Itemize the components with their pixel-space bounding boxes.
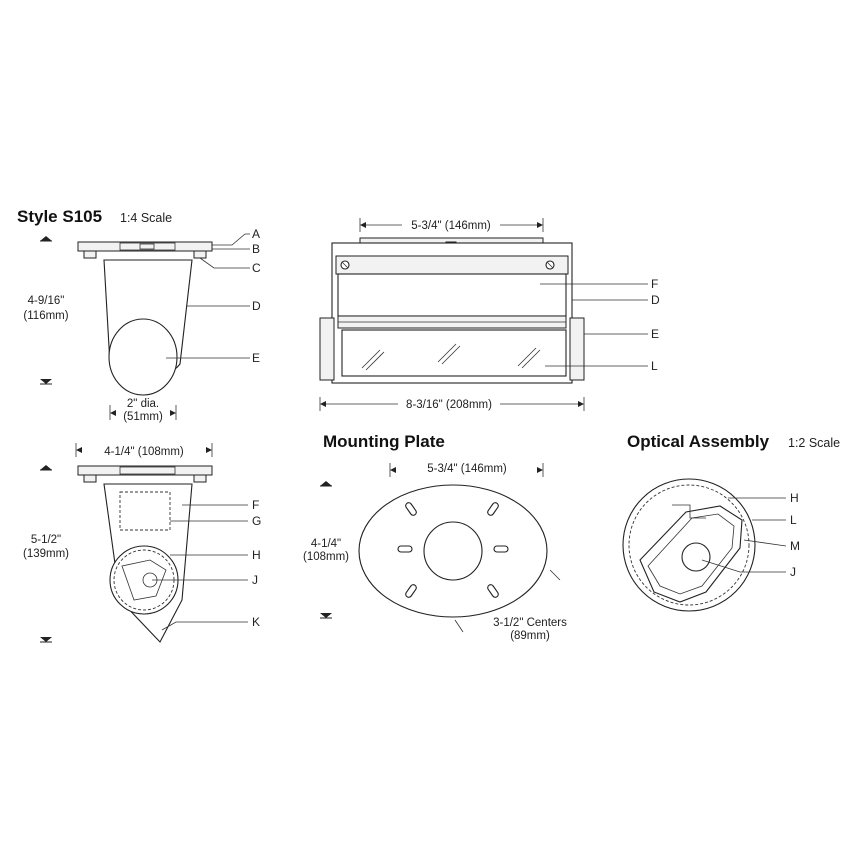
mp-height-text: 4-1/4" bbox=[311, 538, 341, 550]
style-scale: 1:4 Scale bbox=[120, 211, 172, 225]
label-m: M bbox=[790, 539, 800, 553]
dia-mm-text: (51mm) bbox=[123, 411, 163, 423]
label-k: K bbox=[252, 615, 260, 629]
label-a: A bbox=[252, 227, 260, 241]
label-e: E bbox=[252, 351, 260, 365]
side-view-1: 4-9/16" (116mm) A B C D E 2" dia. (51mm) bbox=[23, 227, 261, 423]
label-l: L bbox=[790, 513, 797, 527]
label-j: J bbox=[790, 565, 796, 579]
dim-arrow-up bbox=[40, 236, 52, 241]
centers-dim: 3-1/2" Centers bbox=[493, 617, 567, 629]
plate-width-dim: 4-1/4" (108mm) bbox=[104, 446, 184, 458]
side2-height-text: 5-1/2" bbox=[31, 534, 61, 546]
style-title: Style S105 bbox=[17, 207, 102, 226]
dia-text: 2" dia. bbox=[127, 398, 159, 410]
label-b: B bbox=[252, 242, 260, 256]
mounting-plate-view: 5-3/4" (146mm) 4-1/4" (108mm) 3-1/2" Cen… bbox=[303, 463, 567, 642]
front-top-dim: 5-3/4" (146mm) bbox=[411, 220, 491, 232]
mounting-plate-title: Mounting Plate bbox=[323, 432, 445, 451]
label-h: H bbox=[790, 491, 799, 505]
label-f: F bbox=[252, 498, 259, 512]
side2-height-mm-text: (139mm) bbox=[23, 548, 69, 560]
center-hole bbox=[423, 521, 483, 581]
label-g: G bbox=[252, 514, 261, 528]
label-e: E bbox=[651, 327, 659, 341]
lens-circle bbox=[108, 318, 178, 396]
side-height-mm-text: (116mm) bbox=[23, 310, 68, 322]
centers-mm-dim: (89mm) bbox=[510, 630, 550, 642]
side-height-text: 4-9/16" bbox=[28, 295, 65, 307]
front-view: 5-3/4" (146mm) F D E L bbox=[319, 218, 660, 411]
label-l: L bbox=[651, 359, 658, 373]
mp-height-mm-text: (108mm) bbox=[303, 551, 349, 563]
optical-assembly-title: Optical Assembly bbox=[627, 432, 770, 451]
label-d: D bbox=[651, 293, 660, 307]
gear-box-outline bbox=[119, 491, 171, 531]
front-width-dim: 8-3/16" (208mm) bbox=[406, 399, 492, 411]
front-lens bbox=[341, 329, 567, 377]
mp-width-dim: 5-3/4" (146mm) bbox=[427, 463, 507, 475]
optical-assembly-scale: 1:2 Scale bbox=[788, 436, 840, 450]
side-view-2: 4-1/4" (108mm) 5-1/2" (139mm) F G H J K bbox=[23, 443, 261, 643]
label-h: H bbox=[252, 548, 261, 562]
label-f: F bbox=[651, 277, 658, 291]
optical-lens bbox=[681, 542, 711, 572]
mounting-stud bbox=[83, 250, 97, 259]
label-d: D bbox=[252, 299, 261, 313]
optical-assembly-view: H L M J bbox=[622, 478, 800, 612]
dim-arrow-down bbox=[40, 379, 52, 384]
mounting-stud bbox=[193, 250, 207, 259]
label-j: J bbox=[252, 573, 258, 587]
label-c: C bbox=[252, 261, 261, 275]
mounting-plate-part bbox=[77, 241, 213, 252]
